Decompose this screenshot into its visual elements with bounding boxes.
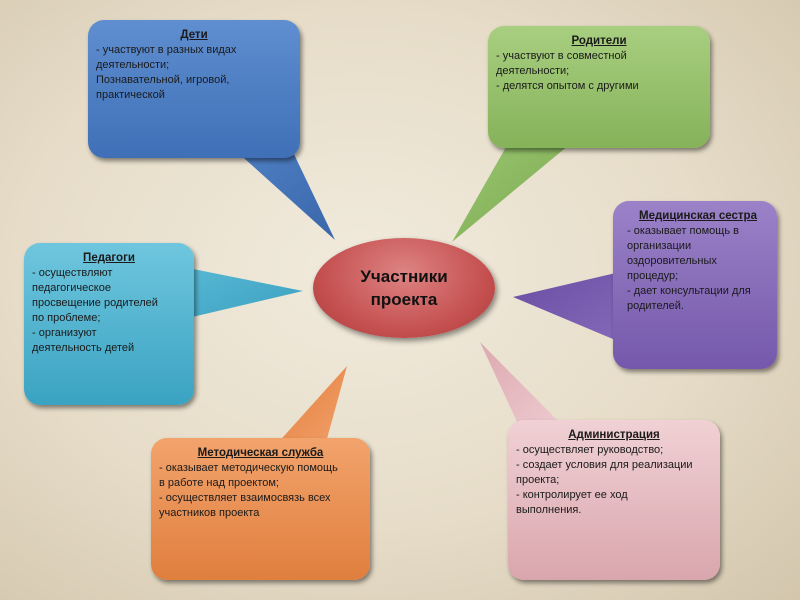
participant-line: выполнения. — [516, 504, 582, 516]
participant-title-methodical-service: Методическая служба — [197, 447, 324, 459]
callout-tail-parents — [452, 140, 575, 242]
participant-line: родителей. — [627, 300, 684, 312]
participant-line: организации — [627, 240, 692, 252]
participant-line: - организуют — [32, 327, 97, 339]
participant-line: участников проекта — [159, 507, 260, 519]
participant-line: практической — [96, 89, 165, 101]
central-node-line: проекта — [370, 290, 438, 309]
callout-tail-admin — [480, 342, 565, 428]
participant-box-methodical-service: Методическая служба - оказывает методиче… — [151, 438, 370, 580]
participant-line: процедур; — [627, 270, 679, 282]
participant-line: деятельности; — [96, 59, 170, 71]
participant-line: - осуществляют — [32, 267, 113, 279]
participant-title-administration: Администрация — [568, 429, 660, 441]
callout-tail-nurse — [513, 272, 620, 342]
participant-line: - участвуют в совместной — [496, 50, 627, 62]
participant-title-parents: Родители — [571, 35, 627, 47]
participant-box-parents: Родители - участвуют в совместной деятел… — [488, 26, 710, 148]
participant-box-nurse: Медицинская сестра - оказывает помощь в … — [613, 201, 777, 369]
participant-line: проекта; — [516, 474, 560, 486]
participant-line: оздоровительных — [627, 255, 717, 267]
participant-line: в работе над проектом; — [159, 477, 279, 489]
participant-line: - делятся опытом с другими — [496, 80, 639, 92]
participant-line: - участвуют в разных видах — [96, 44, 237, 56]
participant-line: деятельности; — [496, 65, 570, 77]
participant-line: - создает условия для реализации — [516, 459, 693, 471]
participant-line: - оказывает методическую помощь — [159, 462, 338, 474]
callout-tail-method — [275, 366, 347, 446]
participant-title-children: Дети — [180, 29, 208, 41]
participant-line: просвещение родителей — [32, 297, 158, 309]
central-node-label: Участники проекта — [344, 265, 464, 311]
participant-line: педагогическое — [32, 282, 111, 294]
participant-line: - осуществляет руководство; — [516, 444, 664, 456]
participant-box-administration: Администрация - осуществляет руководство… — [508, 420, 720, 580]
central-node-line: Участники — [360, 267, 448, 286]
participant-line: - осуществляет взаимосвязь всех — [159, 492, 331, 504]
participant-line: по проблеме; — [32, 312, 101, 324]
participant-line: - оказывает помощь в — [627, 225, 739, 237]
callout-tail-children — [235, 150, 335, 240]
central-node-project-participants: Участники проекта — [313, 238, 495, 338]
participant-title-teachers: Педагоги — [83, 252, 135, 264]
participant-box-children: Дети - участвуют в разных видах деятельн… — [88, 20, 300, 158]
participant-line: - контролирует ее ход — [516, 489, 628, 501]
participant-box-teachers: Педагоги - осуществляют педагогическое п… — [24, 243, 194, 405]
participant-title-nurse: Медицинская сестра — [639, 210, 757, 222]
participant-line: деятельность детей — [32, 342, 135, 354]
participant-line: - дает консультации для — [627, 285, 751, 297]
participant-line: Познавательной, игровой, — [96, 74, 230, 86]
callout-tail-teachers — [188, 268, 303, 318]
